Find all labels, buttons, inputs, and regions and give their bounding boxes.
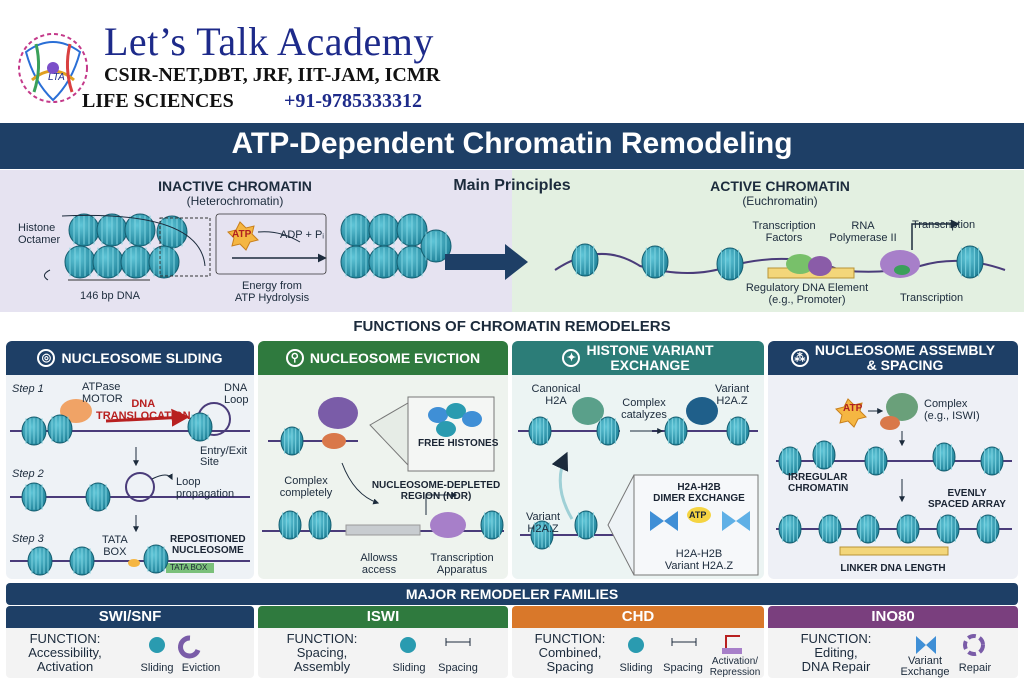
even-spacing-label: EVENLY SPACED ARRAY bbox=[928, 488, 1006, 510]
chd-function: FUNCTION: Combined, Spacing bbox=[534, 631, 606, 674]
phone-number[interactable]: +91-9785333312 bbox=[284, 90, 423, 112]
atpase-label: ATPase MOTOR bbox=[82, 381, 123, 405]
families-title: MAJOR REMODELER FAMILIES bbox=[405, 586, 619, 602]
card-sliding: ◎ NUCLEOSOME SLIDING bbox=[6, 341, 254, 579]
card-eviction-header: ⚲ NUCLEOSOME EVICTION bbox=[258, 341, 508, 375]
card-variant-title: HISTONE VARIANT EXCHANGE bbox=[586, 342, 714, 373]
allows-access-label: Allowss access bbox=[360, 552, 398, 576]
eviction-diagram bbox=[262, 396, 504, 540]
functions-title: FUNCTIONS OF CHROMATIN REMODELERS bbox=[353, 318, 671, 335]
title-bar bbox=[0, 123, 1024, 169]
card-sliding-header: ◎ NUCLEOSOME SLIDING bbox=[6, 341, 254, 375]
irregular-label: IRREGULAR CHROMATIN bbox=[788, 472, 849, 494]
family-iswi-name: ISWI bbox=[258, 606, 508, 628]
apparatus-label: Transcription Apparatus bbox=[430, 552, 494, 576]
tata-label: TATA BOX bbox=[102, 534, 128, 558]
transcription-top-label: Transcription bbox=[912, 219, 976, 231]
brand-name: Let’s Talk Academy bbox=[104, 19, 434, 64]
card-assembly-header: ⁂ NUCLEOSOME ASSEMBLY & SPACING bbox=[768, 341, 1018, 375]
linker-label: LINKER DNA LENGTH bbox=[840, 563, 946, 574]
inactive-title: INACTIVE CHROMATIN bbox=[158, 178, 312, 194]
family-chd-name: CHD bbox=[512, 606, 764, 628]
variant-atp-label: ATP bbox=[689, 510, 707, 520]
dimer-variant-label: H2A-H2B Variant H2A.Z bbox=[664, 548, 734, 572]
card-assembly-title: NUCLEOSOME ASSEMBLY & SPACING bbox=[814, 342, 996, 373]
chd-item-2: Spacing bbox=[663, 662, 703, 674]
assembly-diagram bbox=[776, 393, 1012, 556]
free-histones-label: FREE HISTONES bbox=[418, 438, 499, 449]
complex-completely-label: Complex completely bbox=[279, 475, 333, 499]
step2-label: Step 2 bbox=[12, 468, 44, 480]
header bbox=[0, 0, 1024, 122]
inactive-subtitle: (Heterochromatin) bbox=[186, 194, 284, 208]
family-ino80: INO80 bbox=[768, 606, 1018, 678]
principles-heading: Main Principles bbox=[453, 177, 571, 194]
dimer-exchange-label: H2A-H2B DIMER EXCHANGE bbox=[653, 482, 745, 504]
repositioned-label: REPOSITIONED NUCLEOSOME bbox=[170, 534, 246, 556]
active-subtitle: (Euchromatin) bbox=[742, 194, 818, 208]
assembly-atp-label: ATP bbox=[843, 403, 863, 414]
iswi-item-2: Spacing bbox=[438, 662, 478, 674]
families-bar bbox=[6, 583, 1018, 605]
principles-diagram bbox=[44, 213, 1006, 281]
active-title: ACTIVE CHROMATIN bbox=[710, 178, 850, 194]
sliding-diagram bbox=[10, 399, 250, 576]
energy-label: Energy from ATP Hydrolysis bbox=[234, 280, 310, 304]
variant-diagram bbox=[518, 397, 759, 576]
regulatory-element-label: Regulatory DNA Element (e.g., Promoter) bbox=[745, 282, 869, 306]
exams-list: CSIR-NET,DBT, JRF, IIT-JAM, ICMR bbox=[104, 64, 441, 86]
compact-chromatin bbox=[64, 213, 188, 279]
card-sliding-title: NUCLEOSOME SLIDING bbox=[61, 349, 223, 366]
swi-snf-item-1: Sliding bbox=[140, 662, 174, 674]
assembly-icon: ⁂ bbox=[790, 349, 809, 367]
compact-chromatin-2 bbox=[340, 213, 452, 279]
tata-box-tag: TATA BOX bbox=[170, 563, 208, 572]
step1-label: Step 1 bbox=[12, 383, 44, 395]
family-swi-snf-name: SWI/SNF bbox=[6, 606, 254, 628]
entry-exit-label: Entry/Exit Site bbox=[200, 445, 248, 468]
atp-label: ATP bbox=[232, 229, 252, 240]
family-swi-snf: SWI/SNF bbox=[6, 606, 254, 678]
variant-left-label: Variant H2A.Z bbox=[525, 511, 561, 535]
logo-text: LTA bbox=[48, 72, 65, 83]
ino80-item-2: Repair bbox=[958, 662, 992, 674]
dna-length-label: 146 bp DNA bbox=[80, 290, 140, 302]
iswi-function: FUNCTION: Spacing, Assembly bbox=[286, 631, 358, 674]
adp-label: ADP + Pᵢ bbox=[280, 229, 325, 241]
sliding-icon: ◎ bbox=[37, 349, 56, 367]
card-eviction-title: NUCLEOSOME EVICTION bbox=[309, 349, 481, 366]
chd-item-3: Activation/ Repression bbox=[709, 656, 761, 678]
variant-icon: ✦ bbox=[562, 349, 581, 367]
academy-logo: LTA bbox=[18, 33, 88, 103]
histone-octamer-label: Histone Octamer bbox=[18, 222, 61, 246]
variant-top-label: Variant H2A.Z bbox=[714, 383, 750, 407]
family-chd: CHD bbox=[512, 606, 764, 678]
swi-snf-function: FUNCTION: Accessibility, Activation bbox=[28, 631, 102, 674]
ino80-function: FUNCTION: Editing, DNA Repair bbox=[800, 631, 872, 674]
tf-label: Transcription Factors bbox=[752, 220, 816, 244]
ino80-item-1: Variant Exchange bbox=[900, 655, 950, 678]
step3-label: Step 3 bbox=[12, 533, 44, 545]
assembly-complex-label: Complex (e.g., ISWI) bbox=[924, 398, 980, 422]
rnap-label: RNA Polymerase II bbox=[829, 220, 897, 244]
canonical-label: Canonical H2A bbox=[531, 383, 581, 407]
dna-loop-label: DNA Loop bbox=[224, 382, 249, 406]
swi-snf-item-2: Eviction bbox=[181, 662, 221, 674]
family-icons bbox=[149, 634, 985, 659]
card-variant-header: ✦ HISTONE VARIANT EXCHANGE bbox=[512, 341, 764, 375]
active-panel bbox=[512, 170, 1024, 312]
eviction-icon: ⚲ bbox=[285, 349, 304, 367]
transcription-bottom-label: Transcription bbox=[900, 292, 964, 304]
loop-propagation-label: Loop propagation bbox=[176, 476, 235, 500]
subject-label: LIFE SCIENCES bbox=[82, 90, 234, 112]
chd-item-1: Sliding bbox=[619, 662, 653, 674]
translocation-label: DNA TRANSLOCATION bbox=[96, 398, 191, 422]
iswi-item-1: Sliding bbox=[392, 662, 426, 674]
page-title: ATP-Dependent Chromatin Remodeling bbox=[231, 127, 793, 160]
family-ino80-name: INO80 bbox=[768, 606, 1018, 628]
complex-catalyzes-label: Complex catalyzes bbox=[621, 397, 667, 421]
ndr-label: NUCLEOSOME-DEPLETED REGION (NDR) bbox=[371, 480, 501, 502]
